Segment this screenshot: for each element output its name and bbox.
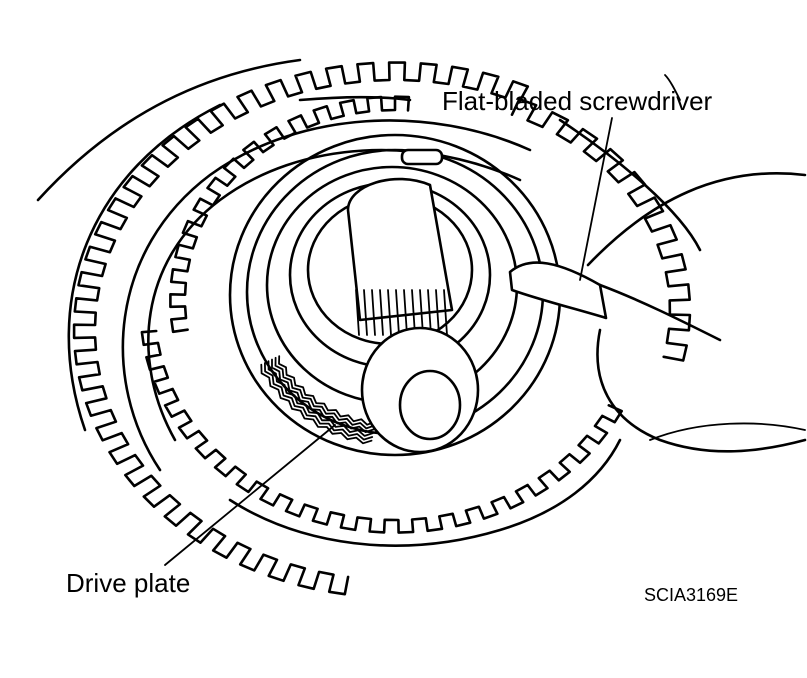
spline-tooth (387, 289, 392, 336)
figure-code-label: SCIA3169E (644, 585, 738, 605)
hand-mark (664, 74, 681, 101)
hand-finger-crease (649, 422, 806, 441)
drum-top-edge (298, 95, 412, 102)
inner-teeth-lower (140, 329, 623, 534)
drum-right-edge (558, 118, 702, 252)
shaft-splines (355, 289, 448, 336)
retainer-slot (400, 148, 444, 166)
drive-plate-2 (264, 362, 374, 441)
outer-teeth-outline (72, 61, 530, 596)
screwdriver-leader (579, 117, 613, 281)
screwdriver-shaft (598, 283, 722, 342)
drive-plate-5 (274, 356, 375, 430)
drive-plate-3 (267, 360, 374, 437)
spline-tooth (363, 289, 368, 336)
hand-top-contour (586, 172, 807, 267)
shaft-bore (398, 369, 462, 441)
spline-tooth (435, 289, 440, 336)
screwdriver-label: Flat-bladed screwdriver (442, 86, 713, 116)
spline-tooth (403, 289, 408, 336)
spline-tooth (379, 289, 384, 336)
input-shaft (346, 177, 480, 454)
outer-teeth-right (510, 97, 692, 362)
drum-outer-arc-top (36, 58, 302, 202)
spline-tooth (443, 289, 448, 336)
drive-plate-4 (271, 358, 375, 433)
spline-tooth (371, 289, 376, 336)
inner-toothed-ring (140, 95, 623, 534)
screwdriver-blade (508, 261, 608, 320)
spline-tooth (427, 289, 432, 336)
drum-outer-arc-left (67, 103, 222, 432)
spline-tooth (355, 289, 360, 336)
hand-bottom-contour (596, 328, 807, 453)
drive-plate-6 (278, 355, 376, 426)
shaft-body (346, 177, 454, 322)
spline-tooth (395, 289, 400, 336)
outer-toothed-ring (72, 61, 692, 596)
drive-plate-stack (260, 355, 376, 445)
drive-plate-leader (164, 424, 336, 566)
middle-ring-lower-arc (228, 438, 622, 547)
hand (586, 74, 807, 453)
screwdriver-tool (508, 261, 722, 342)
drive-plate-1 (260, 363, 373, 445)
inner-teeth-upper (169, 95, 411, 334)
callout-leaders (164, 117, 613, 566)
middle-ring-arc (121, 119, 532, 472)
drive-plate-label: Drive plate (66, 568, 190, 598)
